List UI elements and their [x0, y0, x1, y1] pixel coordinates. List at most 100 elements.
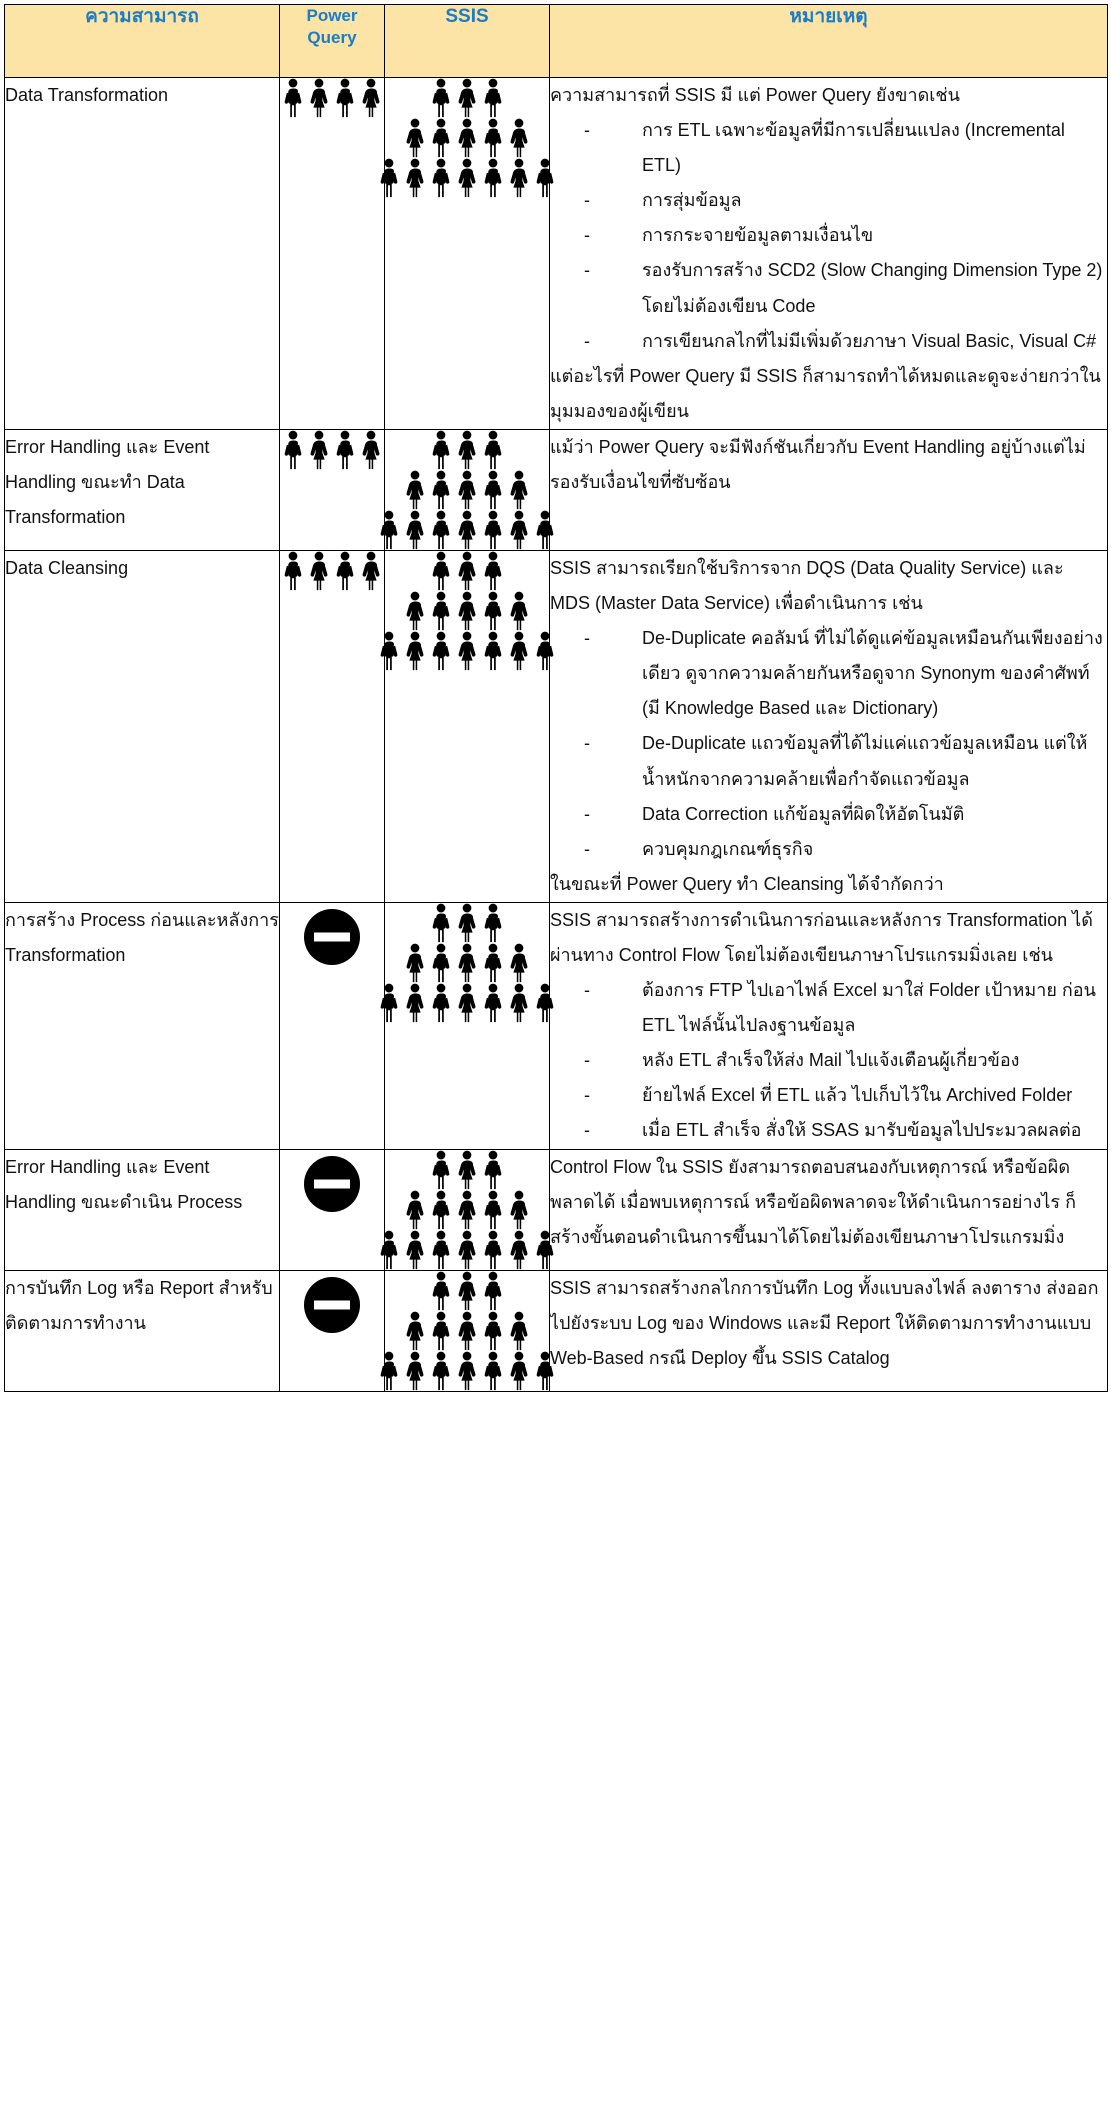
- person-pictogram: [484, 943, 502, 983]
- list-item: -De-Duplicate คอลัมน์ ที่ไม่ได้ดูแค่ข้อม…: [584, 621, 1107, 726]
- person-pictogram: [380, 631, 398, 671]
- person-pictogram: [458, 1150, 476, 1189]
- ssis-rating-pyramid: [380, 1271, 554, 1391]
- column-header-power-query: Power Query: [279, 4, 385, 78]
- list-item: -ควบคุมกฎเกณฑ์ธุรกิจ: [584, 832, 1107, 867]
- ssis-rating-cell: [380, 901, 554, 1150]
- person-pictogram: [484, 551, 502, 591]
- column-header-notes: หมายเหตุ: [549, 4, 1108, 78]
- list-item: -การกระจายข้อมูลตามเงื่อนไข: [584, 218, 1107, 253]
- table-row: การสร้าง Process ก่อนและหลังการ Transfor…: [4, 901, 1108, 1150]
- person-pictogram: [406, 510, 424, 550]
- person-pictogram: [458, 1351, 476, 1390]
- list-item: -Data Correction แก้ข้อมูลที่ผิดให้อัตโน…: [584, 797, 1107, 832]
- pictogram-row: [402, 470, 532, 512]
- pictogram-row: [402, 1311, 532, 1353]
- list-item-label: การสุ่มข้อมูล: [642, 190, 742, 211]
- person-pictogram: [484, 510, 502, 550]
- person-pictogram: [458, 631, 476, 671]
- pictogram-row: [428, 1150, 506, 1192]
- list-item-label: ต้องการ FTP ไปเอาไฟล์ Excel มาใส่ Folder…: [642, 980, 1096, 1036]
- notes-intro: SSIS สามารถสร้างกลไกการบันทึก Log ทั้งแบ…: [550, 1277, 1099, 1368]
- bullet-dash-icon: -: [584, 1085, 590, 1106]
- person-pictogram: [406, 943, 424, 983]
- person-pictogram: [484, 591, 502, 631]
- list-item-label: การเขียนกลไกที่ไม่มีเพิ่มด้วยภาษา Visual…: [642, 330, 1097, 351]
- person-pictogram: [336, 551, 354, 591]
- capability-cell: Data Transformation: [4, 77, 280, 430]
- ssis-rating-pyramid: [380, 551, 554, 671]
- person-pictogram: [536, 1351, 554, 1390]
- person-pictogram: [432, 1311, 450, 1350]
- person-pictogram: [406, 1311, 424, 1350]
- person-pictogram: [536, 510, 554, 550]
- list-item: -การสุ่มข้อมูล: [584, 183, 1107, 218]
- person-pictogram: [484, 1230, 502, 1269]
- notes-cell: SSIS สามารถสร้างกลไกการบันทึก Log ทั้งแบ…: [549, 1269, 1108, 1392]
- person-pictogram: [510, 510, 528, 550]
- person-pictogram: [510, 983, 528, 1023]
- notes-bullet-list: - ต้องการ FTP ไปเอาไฟล์ Excel มาใส่ Folde…: [550, 973, 1107, 1148]
- person-pictogram: [484, 1271, 502, 1310]
- pictogram-row: [402, 118, 532, 160]
- person-pictogram: [484, 78, 502, 118]
- bullet-dash-icon: -: [584, 1120, 590, 1141]
- person-pictogram: [458, 1190, 476, 1229]
- notes-cell: ความสามารถที่ SSIS มี แต่ Power Query ยั…: [549, 77, 1108, 430]
- capability-cell: Data Cleansing: [4, 549, 280, 903]
- person-pictogram: [406, 118, 424, 158]
- person-pictogram: [458, 78, 476, 118]
- notes-cell: SSIS สามารถเรียกใช้บริการจาก DQS (Data Q…: [549, 549, 1108, 903]
- person-pictogram: [362, 430, 380, 470]
- pictogram-row: [376, 158, 558, 200]
- notes-bullet-list: -การ ETL เฉพาะข้อมูลที่มีการเปลี่ยนแปลง …: [550, 113, 1107, 359]
- list-item: -เมื่อ ETL สำเร็จ สั่งให้ SSAS มารับข้อม…: [584, 1113, 1107, 1148]
- person-pictogram: [432, 158, 450, 198]
- person-pictogram: [484, 1311, 502, 1350]
- person-pictogram: [536, 631, 554, 671]
- bullet-dash-icon: -: [584, 980, 590, 1001]
- person-pictogram: [432, 510, 450, 550]
- person-pictogram: [310, 78, 328, 118]
- table-row: Data Cleansing SSIS สามารถเรียกใช้บริการจ…: [4, 549, 1108, 903]
- list-item-label: รองรับการสร้าง SCD2 (Slow Changing Dimen…: [642, 260, 1103, 316]
- bullet-dash-icon: -: [584, 1050, 590, 1071]
- person-pictogram: [484, 470, 502, 510]
- list-item-label: การกระจายข้อมูลตามเงื่อนไข: [642, 225, 874, 246]
- person-pictogram: [380, 1230, 398, 1269]
- bullet-dash-icon: -: [584, 838, 590, 859]
- capability-cell: Error Handling และ Event Handling ขณะทำ …: [4, 428, 280, 551]
- notes-intro: ความสามารถที่ SSIS มี แต่ Power Query ยั…: [550, 85, 960, 105]
- ssis-rating-pyramid: [380, 78, 554, 198]
- list-item: -De-Duplicate แถวข้อมูลที่ได้ไม่แค่แถวข้…: [584, 726, 1107, 796]
- pictogram-row: [402, 1190, 532, 1232]
- person-pictogram: [510, 118, 528, 158]
- comparison-sheet: ความสามารถ Power Query SSIS หมายเหตุ Dat…: [0, 0, 1111, 1398]
- pictogram-row: [280, 78, 384, 120]
- column-header-ssis: SSIS: [384, 4, 550, 78]
- person-pictogram: [406, 1190, 424, 1229]
- person-pictogram: [484, 158, 502, 198]
- power-query-rating-cell: [279, 549, 385, 903]
- notes-intro: SSIS สามารถสร้างการดำเนินการก่อนและหลังก…: [550, 909, 1093, 965]
- person-pictogram: [380, 510, 398, 550]
- table-header: ความสามารถ Power Query SSIS หมายเหตุ: [4, 4, 1108, 78]
- person-pictogram: [310, 430, 328, 470]
- bullet-dash-icon: -: [584, 733, 590, 754]
- header-row: ความสามารถ Power Query SSIS หมายเหตุ: [4, 4, 1108, 78]
- power-query-rating-people: [280, 78, 384, 120]
- person-pictogram: [510, 1230, 528, 1269]
- list-item: -ย้ายไฟล์ Excel ที่ ETL แล้ว ไปเก็บไว้ใน…: [584, 1078, 1107, 1113]
- table-row: Error Handling และ Event Handling ขณะทำ …: [4, 428, 1108, 551]
- no-entry-icon: [304, 1276, 360, 1333]
- person-pictogram: [432, 1150, 450, 1189]
- notes-cell: แม้ว่า Power Query จะมีฟังก์ชันเกี่ยวกับ…: [549, 428, 1108, 551]
- person-pictogram: [432, 430, 450, 470]
- ssis-rating-cell: [380, 1148, 554, 1271]
- list-item: -การเขียนกลไกที่ไม่มีเพิ่มด้วยภาษา Visua…: [584, 324, 1107, 359]
- notes-intro: SSIS สามารถเรียกใช้บริการจาก DQS (Data Q…: [550, 557, 1064, 614]
- bullet-dash-icon: -: [584, 260, 590, 281]
- column-header-capability: ความสามารถ: [4, 4, 280, 78]
- person-pictogram: [432, 631, 450, 671]
- person-pictogram: [510, 1311, 528, 1350]
